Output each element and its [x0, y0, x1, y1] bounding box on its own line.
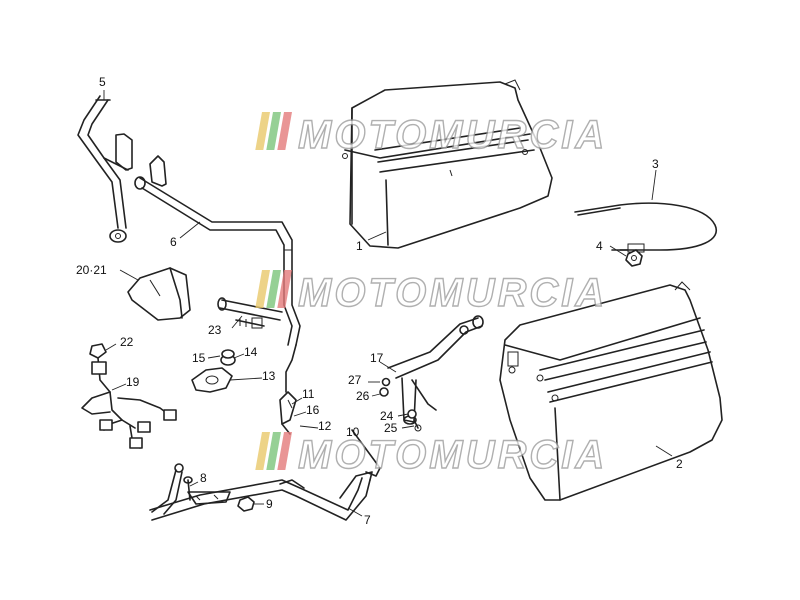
- callout-9: 9: [266, 497, 273, 511]
- watermark-logo-middle: MOTOMURCIA: [255, 270, 607, 316]
- callout-16: 16: [306, 403, 320, 417]
- part-26-washer: [379, 387, 389, 397]
- watermark-logo-top: MOTOMURCIA: [255, 112, 607, 158]
- part-4-nut: [625, 249, 643, 267]
- callout-4: 4: [596, 239, 603, 253]
- part-5-upper-frame: [77, 95, 133, 243]
- part-8-bolt: [183, 476, 193, 501]
- part-1-upper-case: [342, 79, 553, 249]
- part-11-sensor: [279, 344, 297, 425]
- callout-20-21: 20·21: [76, 263, 107, 277]
- callout-3: 3: [652, 157, 659, 171]
- watermark-stripe: [277, 432, 292, 470]
- callout-13: 13: [262, 369, 276, 383]
- callout-22: 22: [120, 335, 134, 349]
- watermark-logo-bottom: MOTOMURCIA: [255, 432, 607, 478]
- part-7-lower-frame-tube: [149, 463, 373, 521]
- callout-26: 26: [356, 389, 370, 403]
- callout-1: 1: [356, 239, 363, 253]
- part-6-side-frame-tube: [134, 155, 301, 346]
- callout-12: 12: [318, 419, 332, 433]
- callout-19: 19: [126, 375, 140, 389]
- watermark-text: MOTOMURCIA: [298, 113, 607, 157]
- part-13-clamp: [191, 367, 233, 393]
- part-3-cable: [574, 202, 718, 253]
- callout-14: 14: [244, 345, 258, 359]
- callout-7: 7: [364, 513, 371, 527]
- callout-24: 24: [380, 409, 394, 423]
- part-17-bracket-arm: [387, 315, 484, 425]
- watermark-stripe: [277, 270, 292, 308]
- callout-23: 23: [208, 323, 222, 337]
- watermark-text: MOTOMURCIA: [298, 433, 607, 477]
- part-22-connector: [89, 343, 107, 359]
- watermark-text: MOTOMURCIA: [298, 271, 607, 315]
- watermark-stripe: [255, 432, 270, 470]
- part-27-nut: [381, 377, 391, 387]
- part-19-wiring-harness: [81, 357, 177, 449]
- callout-10: 10: [346, 425, 360, 439]
- part-15-nut: [221, 349, 235, 359]
- callout-2: 2: [676, 457, 683, 471]
- callout-6: 6: [170, 235, 177, 249]
- watermark-stripe: [266, 112, 281, 150]
- part-25-bolt: [413, 419, 422, 432]
- part-9-nut: [237, 496, 255, 512]
- callout-8: 8: [200, 471, 207, 485]
- callout-25: 25: [384, 421, 398, 435]
- watermark-stripe: [255, 270, 270, 308]
- watermark-stripe: [255, 112, 270, 150]
- callout-numbers: 1 2 3 4 5 6 7 8 9 10 11 12 13 14 15 16 1…: [76, 75, 683, 527]
- part-24-nut: [407, 409, 417, 419]
- part-2-lower-case: [499, 281, 723, 501]
- watermark: MOTOMURCIA MOTOMURCIA MOTOMURCIA: [255, 112, 607, 478]
- callout-11: 11: [302, 387, 315, 401]
- callout-27: 27: [348, 373, 362, 387]
- leader-lines: [103, 90, 673, 517]
- watermark-stripe: [266, 270, 281, 308]
- part-20-21-bracket-plate: [127, 267, 191, 321]
- callout-17: 17: [370, 351, 384, 365]
- part-23-bolt: [217, 297, 283, 329]
- watermark-stripe: [266, 432, 281, 470]
- callout-15: 15: [192, 351, 206, 365]
- watermark-stripe: [277, 112, 292, 150]
- callout-5: 5: [99, 75, 106, 89]
